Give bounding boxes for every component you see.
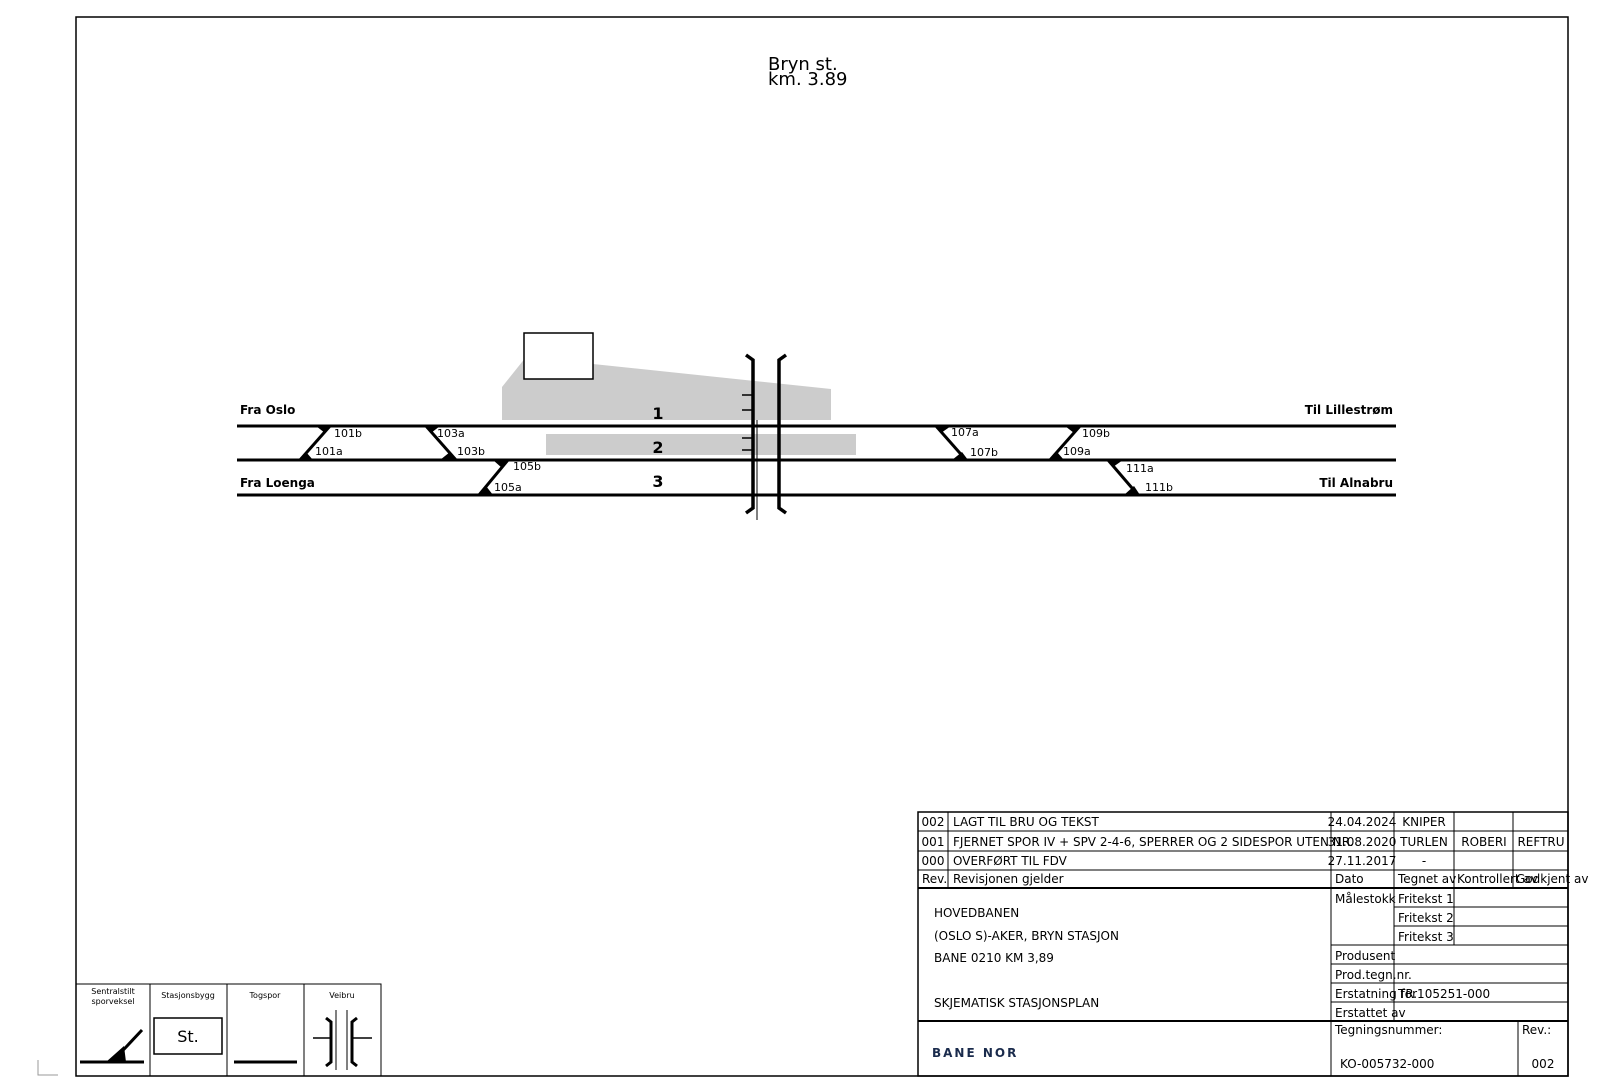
legend-veibru-label: Veibru (329, 991, 354, 1000)
corner-mark (37, 1060, 58, 1076)
switch-107a-marker (935, 426, 951, 433)
rev-000-text: OVERFØRT TIL FDV (953, 854, 1068, 868)
title-block: 002 LAGT TIL BRU OG TEKST 24.04.2024 KNI… (917, 811, 1589, 1077)
switch-103a-label: 103a (437, 427, 465, 440)
field-produsent: Produsent (1335, 949, 1396, 963)
rev-002-text: LAGT TIL BRU OG TEKST (953, 815, 1099, 829)
switch-111a-marker (1107, 460, 1123, 467)
rev-001-date: 31.08.2020 (1328, 835, 1397, 849)
switch-105b-label: 105b (513, 460, 541, 473)
field-fritekst1: Fritekst 1 (1398, 892, 1454, 906)
legend-bridge-symbol (313, 1010, 372, 1070)
field-tegningsnummer: Tegningsnummer: (1334, 1023, 1442, 1037)
rev-001-text: FJERNET SPOR IV + SPV 2-4-6, SPERRER OG … (953, 835, 1354, 849)
switch-105b-marker (493, 460, 509, 468)
field-erstatning-for-value: TR.105251-000 (1397, 987, 1490, 1001)
rev-000-date: 27.11.2017 (1328, 854, 1397, 868)
switch-labels: 101b 101a 103a 103b 105b 105a 107a 107b … (315, 426, 1173, 494)
rev-001-drawn: TURLEN (1399, 835, 1448, 849)
title-line-3: BANE 0210 KM 3,89 (934, 951, 1054, 965)
switch-111b-marker (1124, 486, 1140, 495)
switch-wedges (298, 426, 1140, 495)
switch-109a-label: 109a (1063, 445, 1091, 458)
track-labels: Fra Oslo Fra Loenga Til Lillestrøm Til A… (240, 403, 1393, 490)
field-malestokk: Målestokk (1335, 892, 1396, 906)
rev-000-number: 000 (922, 854, 945, 868)
header-godkjent: Godkjent av (1516, 872, 1589, 886)
legend-station-symbol (153, 1017, 223, 1055)
legend-station-symbol-text: St. (177, 1027, 199, 1046)
rev-001-approved: REFTRU (1517, 835, 1564, 849)
legend-togspor-label: Togspor (249, 991, 282, 1000)
switch-109a-marker (1048, 452, 1064, 460)
bridge-right-wall (777, 353, 788, 515)
switch-101a-marker (298, 452, 313, 460)
legend-switch-symbol-wedge (106, 1046, 126, 1062)
switch-105a-marker (477, 486, 493, 495)
track-number-3: 3 (652, 472, 663, 491)
drawing-number: KO-005732-000 (1340, 1057, 1434, 1071)
switch-107b-marker (952, 452, 968, 460)
switch-105a-label: 105a (494, 481, 522, 494)
drawing-subtitle: SKJEMATISK STASJONSPLAN (934, 996, 1099, 1010)
title-line-1: HOVEDBANEN (934, 906, 1019, 920)
legend: Sentralstilt sporveksel Stasjonsbygg Tog… (75, 983, 382, 1077)
station-name: Bryn st. (768, 54, 838, 75)
switch-109b-marker (1065, 426, 1081, 433)
rev-000-drawn: - (1422, 854, 1426, 868)
platform-2 (546, 434, 856, 455)
rev-002-number: 002 (922, 815, 945, 829)
header-revisjon: Revisjonen gjelder (953, 872, 1064, 886)
switch-101b-marker (316, 426, 331, 433)
station-km: km. 3.89 (768, 69, 847, 90)
switch-111a-label: 111a (1126, 462, 1154, 475)
track-number-2: 2 (652, 438, 663, 457)
header-dato: Dato (1335, 872, 1364, 886)
field-fritekst2: Fritekst 2 (1398, 911, 1454, 925)
switch-107b-label: 107b (970, 446, 998, 459)
title-line-2: (OSLO S)-AKER, BRYN STASJON (934, 929, 1119, 943)
legend-stasjonsbygg-label: Stasjonsbygg (161, 991, 215, 1000)
drawing-rev: 002 (1532, 1057, 1555, 1071)
switch-111b-label: 111b (1145, 481, 1173, 494)
field-fritekst3: Fritekst 3 (1398, 930, 1454, 944)
switch-101b-label: 101b (334, 427, 362, 440)
track-number-1: 1 (652, 404, 663, 423)
rev-002-date: 24.04.2024 (1328, 815, 1397, 829)
switch-103a-marker (425, 426, 440, 433)
station-building (523, 332, 594, 380)
rev-001-number: 001 (922, 835, 945, 849)
field-rev-label: Rev.: (1522, 1023, 1551, 1037)
field-erstattet-av: Erstattet av (1335, 1006, 1406, 1020)
label-til-alnabru: Til Alnabru (1319, 476, 1393, 490)
switch-103b-marker (440, 452, 456, 460)
rev-002-drawn: KNIPER (1402, 815, 1446, 829)
label-fra-loenga: Fra Loenga (240, 476, 315, 490)
switch-103b-label: 103b (457, 445, 485, 458)
field-prodtegn: Prod.tegn.nr. (1335, 968, 1412, 982)
header-kontrollert: Kontrollert av (1457, 872, 1538, 886)
switch-101a-label: 101a (315, 445, 343, 458)
header-tegnet: Tegnet av (1397, 872, 1456, 886)
switch-107a-label: 107a (951, 426, 979, 439)
legend-sentralstilt-label: Sentralstilt sporveksel (91, 987, 135, 1006)
switch-109b-label: 109b (1082, 427, 1110, 440)
label-fra-oslo: Fra Oslo (240, 403, 295, 417)
rev-001-checked: ROBERI (1461, 835, 1506, 849)
road-bridge (742, 353, 788, 520)
company-logo: BANE NOR (932, 1046, 1018, 1060)
drawing-border (75, 16, 1569, 1077)
label-til-lillestrom: Til Lillestrøm (1305, 403, 1393, 417)
field-erstatning-for: Erstatning for (1335, 987, 1417, 1001)
header-rev: Rev. (922, 872, 947, 886)
bridge-left-wall (744, 353, 755, 515)
